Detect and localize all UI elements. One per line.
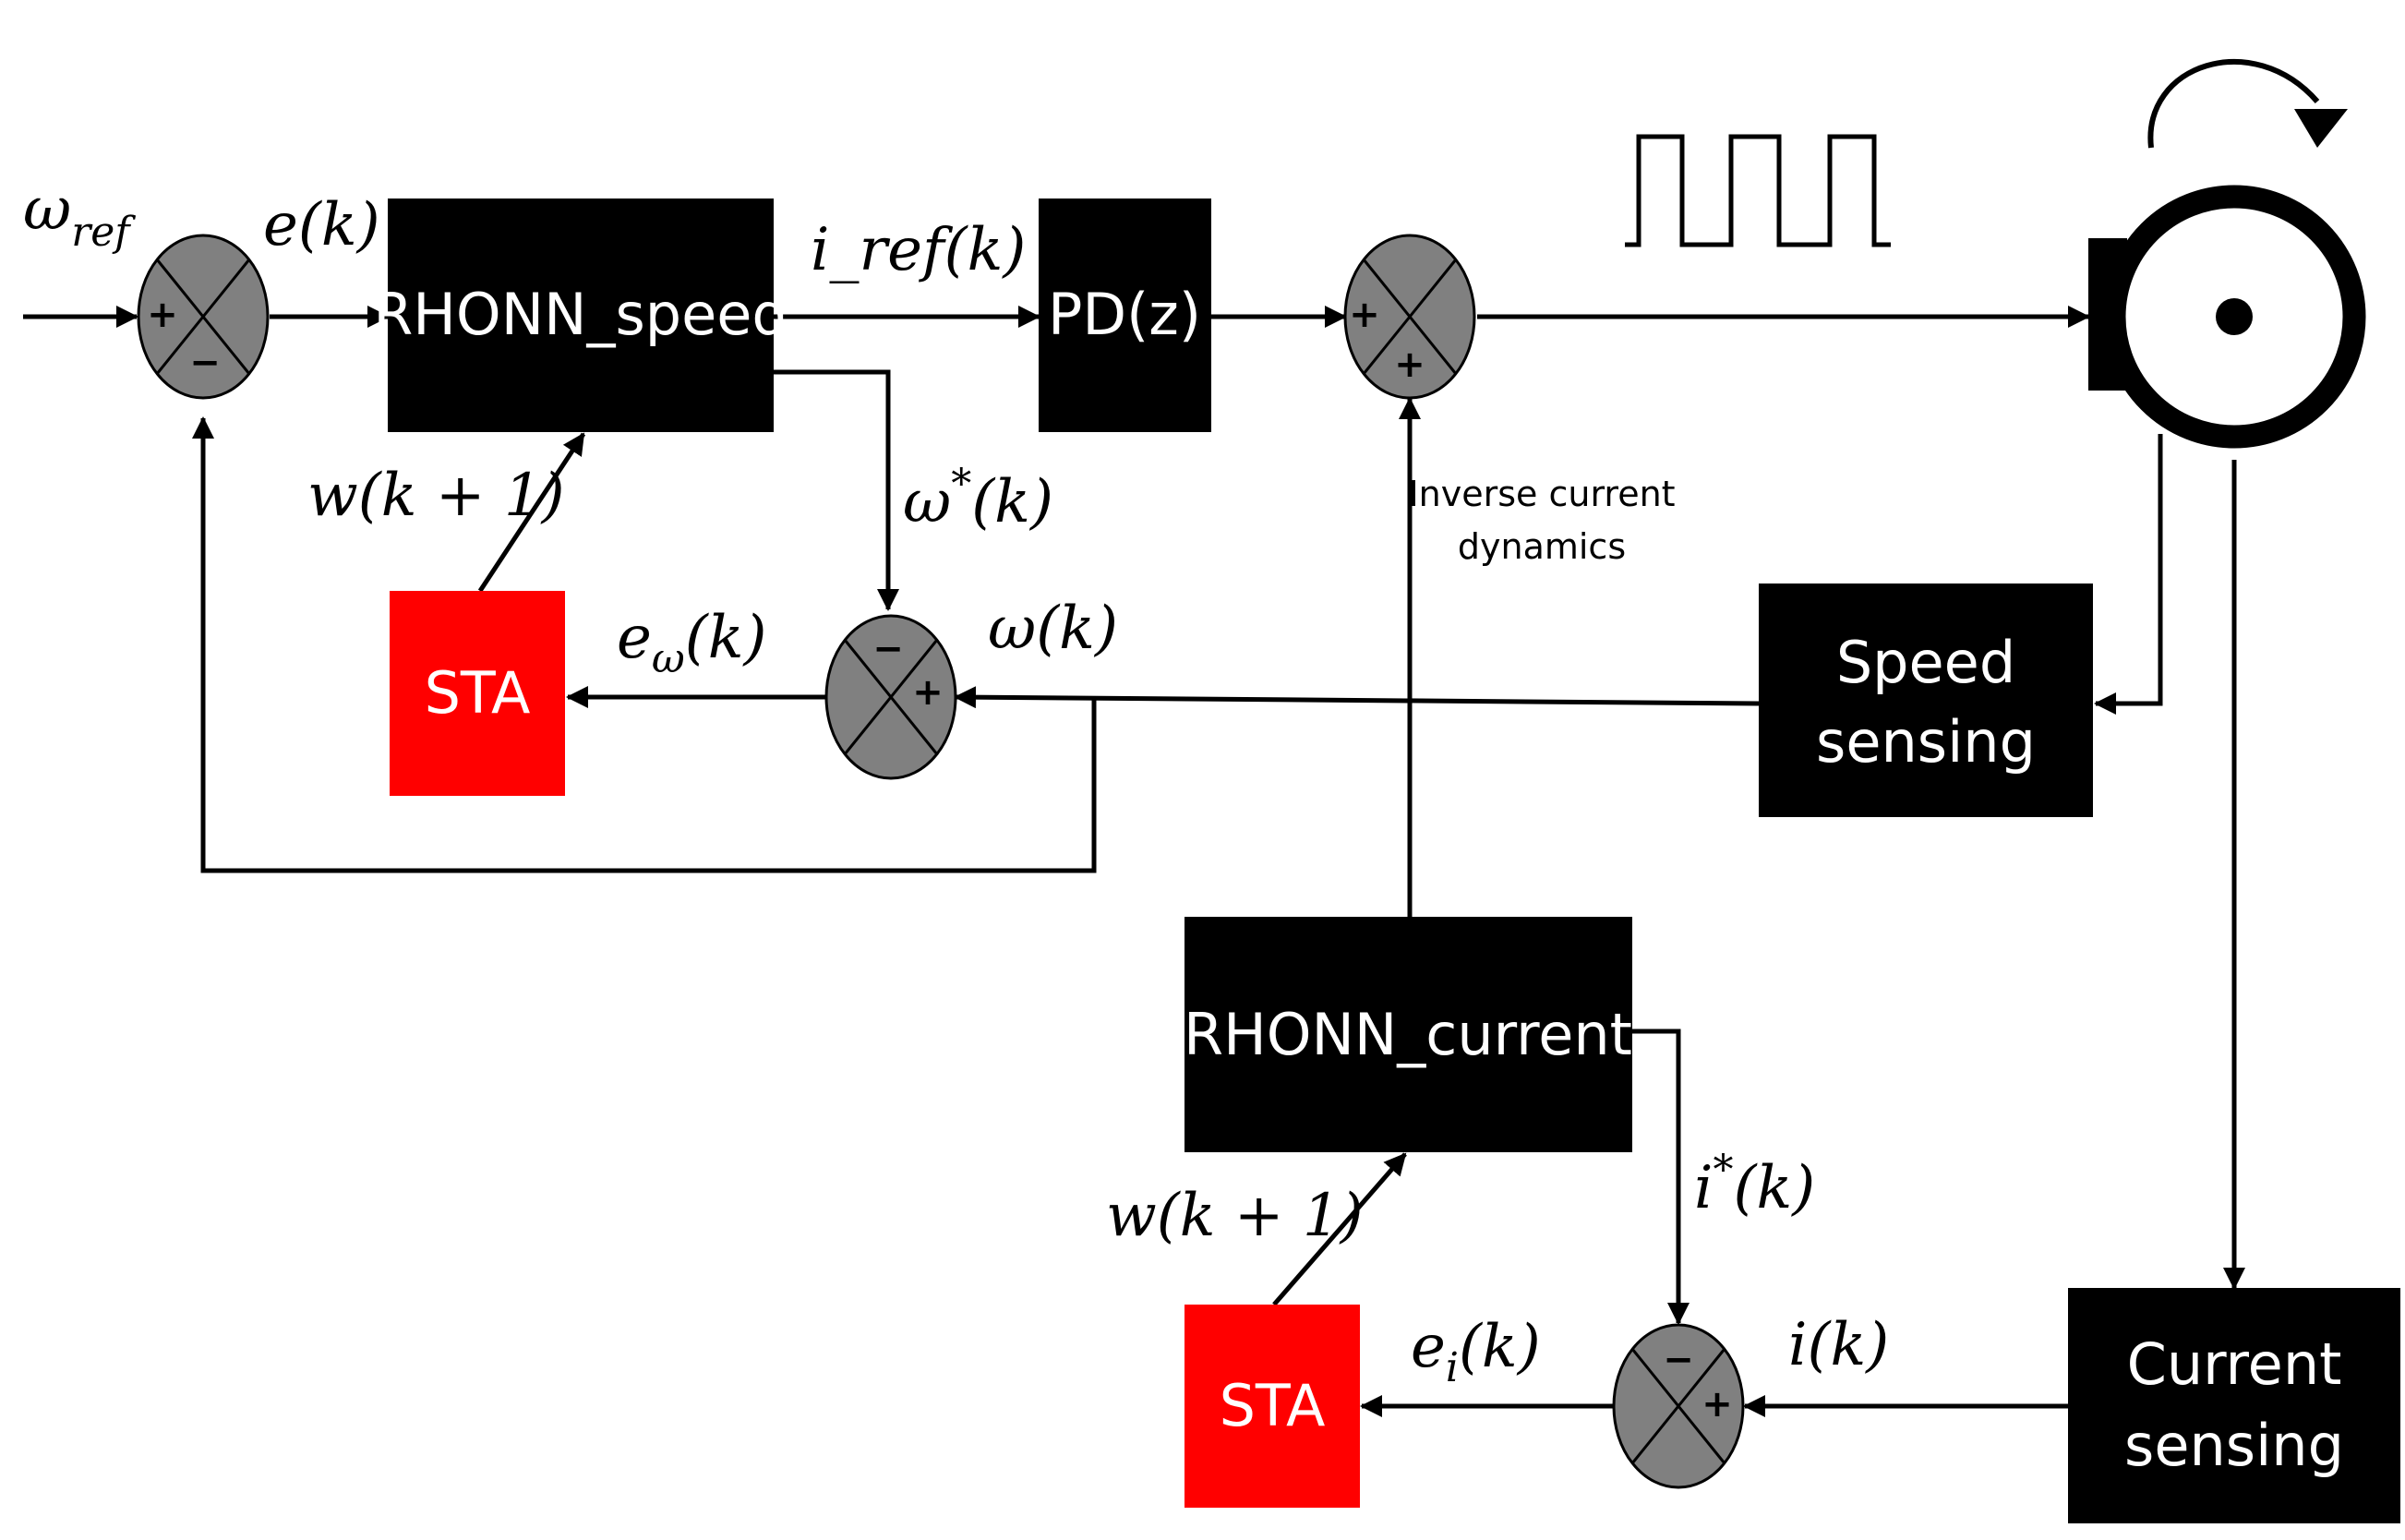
label-error: e(k) [263, 191, 380, 259]
label-i-ref: i_ref(k) [811, 216, 1026, 284]
wire-w-current [1272, 1152, 1407, 1306]
block-speed-sensing: Speed sensing [1759, 584, 2093, 817]
summing-junction-1: + − [137, 234, 270, 400]
wires [23, 306, 2245, 1417]
label-omega-ref: ωref [23, 175, 136, 256]
block-sta-speed-label: STA [425, 659, 531, 727]
block-rhonn-speed: RHONN_speed [373, 199, 788, 432]
rotation-arrow-icon [2147, 58, 2320, 149]
note-inverse-line1: Inverse current [1408, 474, 1675, 514]
block-pd-label: PD(z) [1048, 281, 1201, 348]
sum1-minus-sign: − [189, 342, 221, 384]
summing-junction-4: − + [1612, 1323, 1745, 1489]
block-current-sensing: Current sensing [2068, 1288, 2400, 1523]
label-omega-meas: ω(k) [988, 595, 1118, 663]
sum2-plus-bottom-sign: + [1394, 343, 1425, 386]
wire-w-speed [477, 432, 586, 593]
note-inverse-line2: dynamics [1458, 526, 1626, 567]
motor-center-dot [2216, 298, 2253, 335]
block-rhonn-current-label: RHONN_current [1184, 1001, 1632, 1068]
block-pd: PD(z) [1039, 199, 1211, 432]
label-e-omega: eω(k) [617, 604, 766, 682]
block-sta-current: STA [1184, 1305, 1360, 1508]
wire-speed-feedback [192, 416, 1097, 873]
block-rhonn-current: RHONN_current [1184, 917, 1632, 1152]
block-current-sensing-line1: Current [2127, 1330, 2342, 1398]
sum4-plus-sign: + [1702, 1383, 1733, 1426]
label-omega-star: ω*(k) [903, 461, 1053, 536]
sum4-minus-sign: − [1663, 1339, 1694, 1381]
wire-i-star [1632, 1029, 1690, 1325]
sum1-plus-sign: + [147, 294, 178, 336]
block-speed-sensing-line1: Speed [1836, 629, 2015, 696]
motor-icon [2088, 58, 2366, 449]
sum3-plus-sign: + [912, 671, 944, 714]
wire-omega-meas [954, 686, 1760, 709]
summing-junction-2: + + [1343, 234, 1476, 400]
block-sta-speed: STA [390, 591, 565, 796]
pwm-signal-icon [1625, 134, 1891, 247]
block-current-sensing-line2: sensing [2124, 1412, 2344, 1479]
sum2-plus-left-sign: + [1349, 294, 1380, 336]
sum3-minus-sign: − [872, 628, 904, 670]
label-e-i: ei(k) [1411, 1313, 1541, 1391]
rotation-arrowhead-icon [2294, 109, 2348, 148]
label-i-star: i*(k) [1694, 1147, 1815, 1222]
wire-motor-speed [2094, 434, 2163, 715]
label-i-meas: i(k) [1788, 1311, 1889, 1379]
label-w-speed: w(k + 1) [307, 462, 565, 530]
label-w-current: w(k + 1) [1106, 1182, 1364, 1250]
block-speed-sensing-line2: sensing [1816, 708, 2036, 776]
wire-omega-star [774, 369, 899, 611]
block-rhonn-speed-label: RHONN_speed [373, 281, 788, 348]
block-sta-current-label: STA [1220, 1372, 1326, 1439]
summing-junction-3: − + [824, 614, 957, 780]
